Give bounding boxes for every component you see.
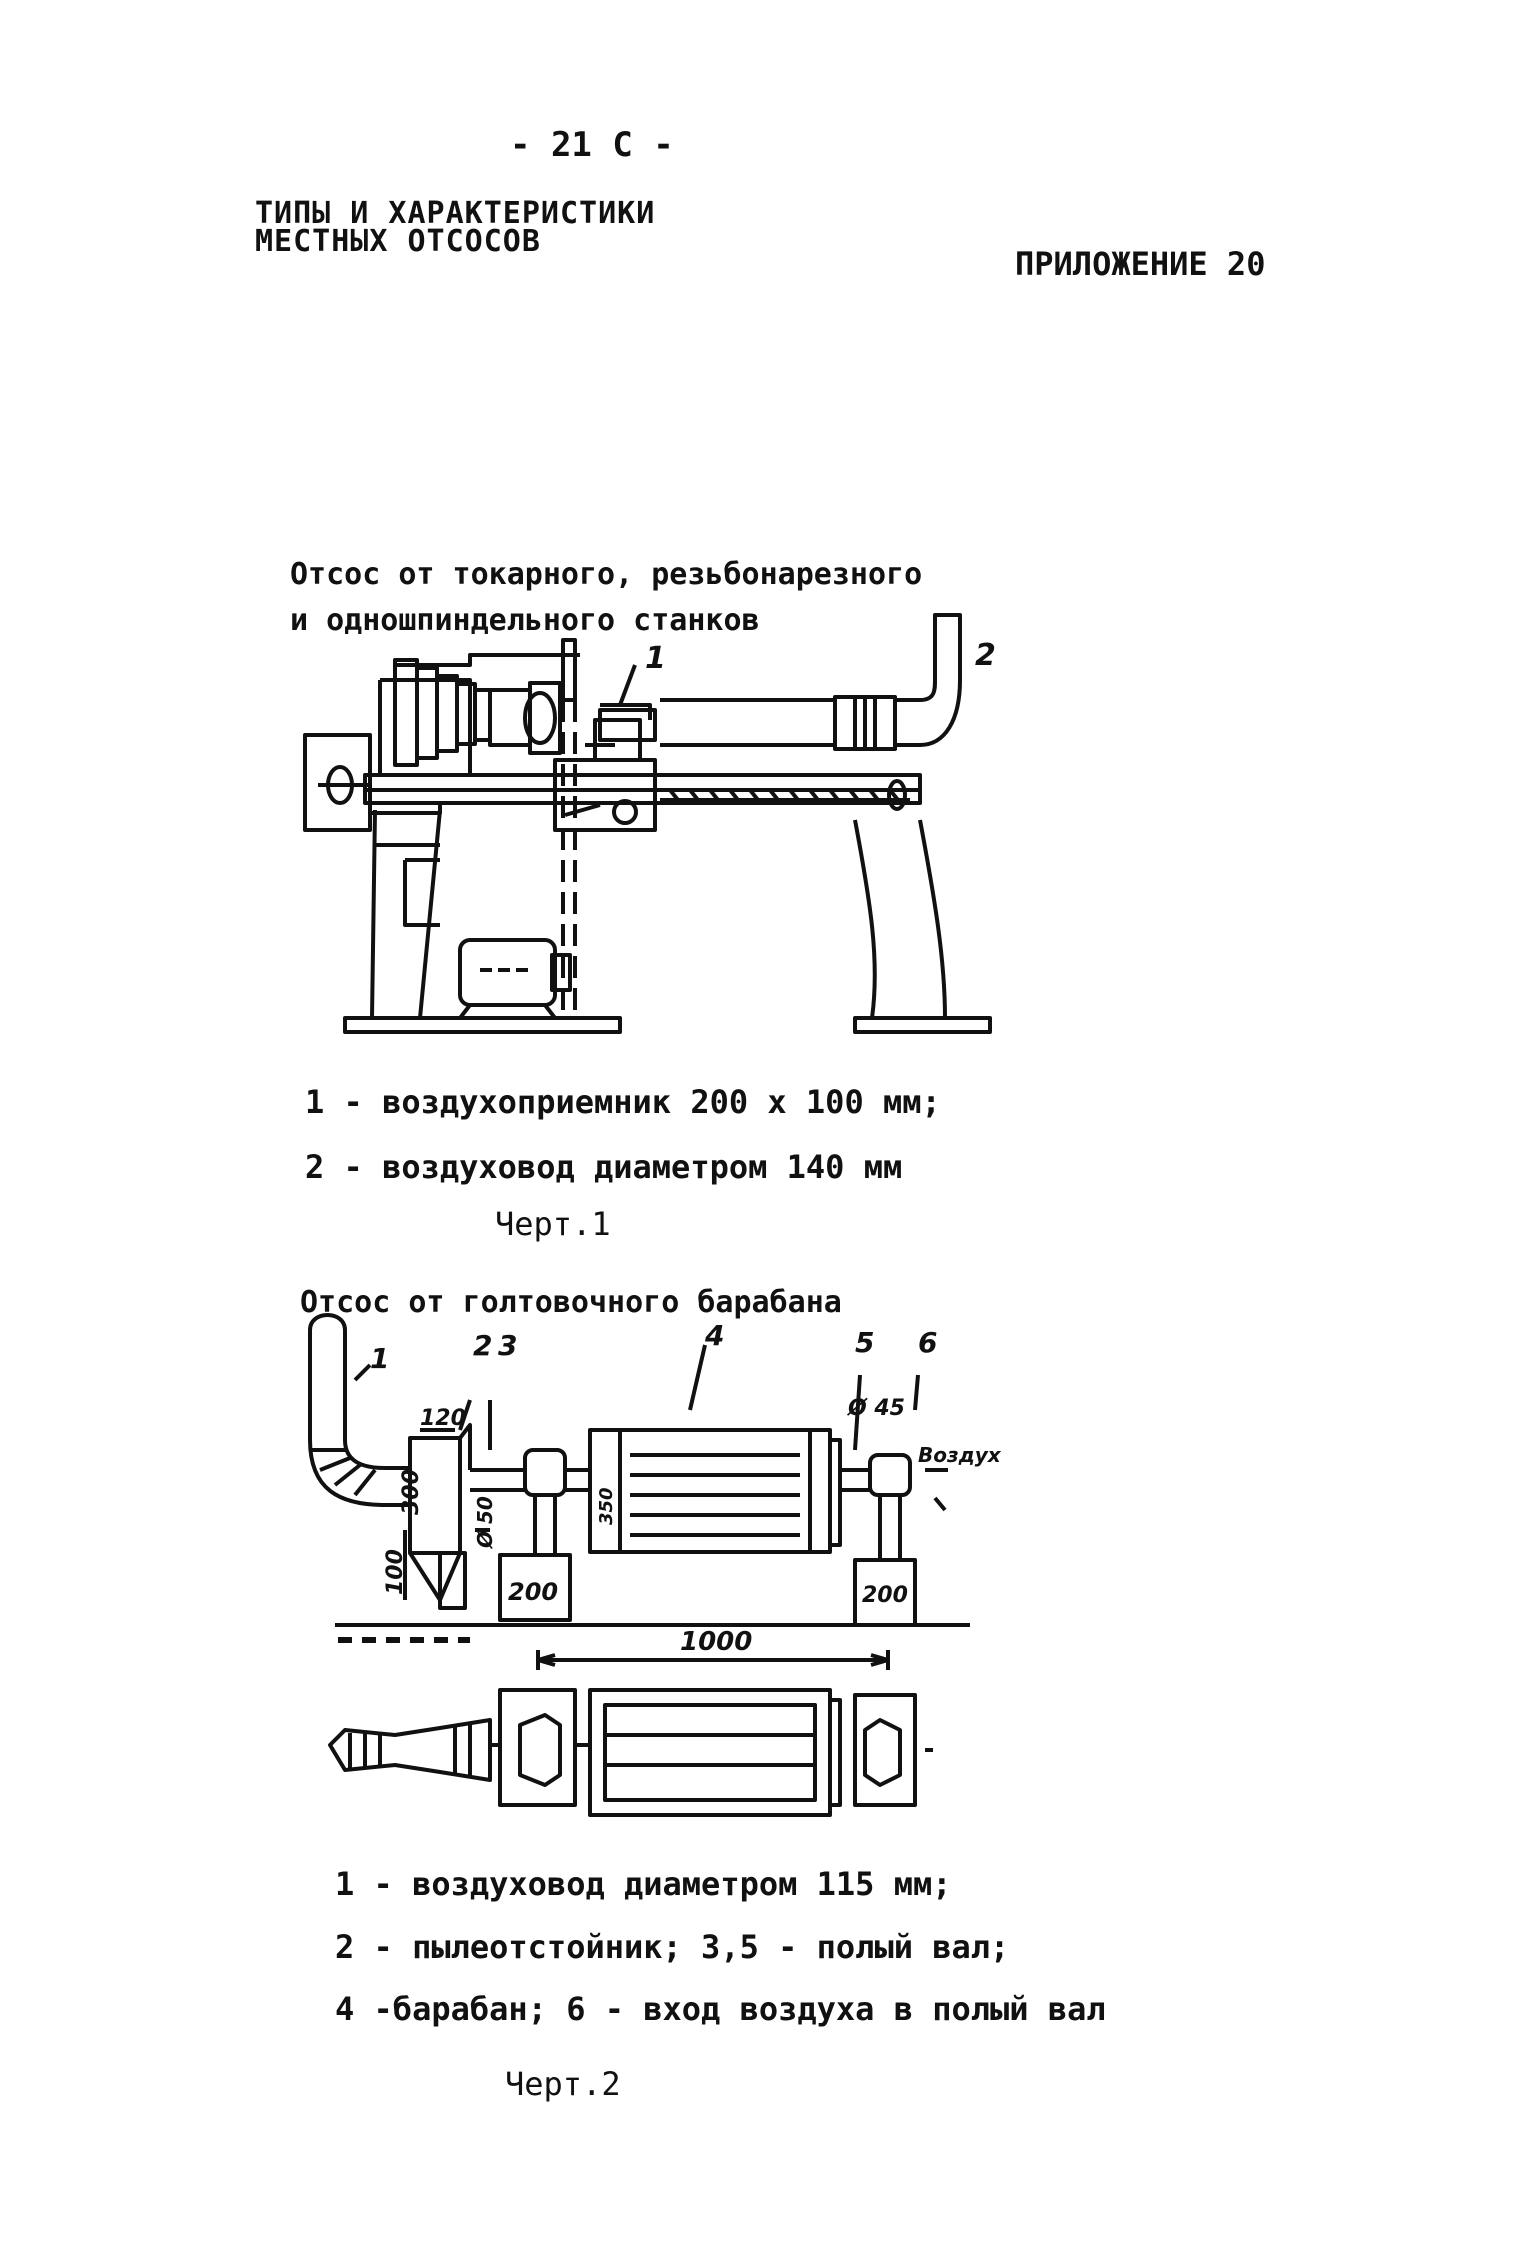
fig2-callout-3: 3 <box>498 1329 517 1362</box>
dim-200-left: 200 <box>508 1578 558 1606</box>
figure1-legend-item-2: 2 - воздуховод диаметром 140 мм <box>305 1148 903 1186</box>
figure2-legend-item-3: 4 -барабан; 6 - вход воздуха в полый вал <box>335 1990 1106 2028</box>
fig1-callout-1: 1 <box>645 641 666 676</box>
figure2-caption: Отсос от голтовочного барабана <box>300 1285 842 1320</box>
fig2-callout-4: 4 <box>704 1319 724 1352</box>
section-title: ТИПЫ И ХАРАКТЕРИСТИКИ МЕСТНЫХ ОТСОСОВ <box>255 196 656 259</box>
page-number: - 21 С - <box>510 125 674 165</box>
figure2-legend-item-1: 1 - воздуховод диаметром 115 мм; <box>335 1865 952 1903</box>
dim-50: Ø 50 <box>473 1496 497 1549</box>
figure2-label: Черт.2 <box>505 2065 621 2103</box>
dim-300: 300 <box>399 1469 424 1515</box>
air-inlet-label: Воздух <box>918 1443 1002 1467</box>
drum-side-view <box>308 1313 970 1643</box>
section-title-line1: ТИПЫ И ХАРАКТЕРИСТИКИ <box>255 196 656 231</box>
figure1-caption-line1: Отсос от токарного, резьбонарезного <box>290 557 923 592</box>
fig2-callout-1: 1 <box>370 1342 389 1375</box>
lathe-drawing <box>303 613 992 1034</box>
dim-45: Ø 45 <box>846 1396 905 1421</box>
dim-350: 350 <box>596 1487 617 1525</box>
dim-1000: 1000 <box>680 1627 752 1657</box>
dim-120: 120 <box>420 1406 466 1431</box>
figure1-caption: Отсос от токарного, резьбонарезного и од… <box>290 552 922 644</box>
drum-plan-view <box>328 1650 935 1817</box>
fig2-callout-5: 5 <box>855 1326 874 1359</box>
figure2-legend-item-2: 2 - пылеотстойник; 3,5 - полый вал; <box>335 1928 1010 1966</box>
appendix-label: ПРИЛОЖЕНИЕ 20 <box>1015 245 1266 283</box>
figure1-label: Черт.1 <box>495 1205 611 1243</box>
section-title-line2: МЕСТНЫХ ОТСОСОВ <box>255 224 541 259</box>
fig1-callout-2: 2 <box>975 638 996 673</box>
fig2-callout-6: 6 <box>918 1326 937 1359</box>
dim-200-right: 200 <box>862 1583 908 1608</box>
figure1-caption-line2: и одношпиндельного станков <box>290 603 760 638</box>
dim-100: 100 <box>383 1549 408 1595</box>
fig2-callout-2: 2 <box>473 1329 492 1362</box>
figure1-legend-item-1: 1 - воздухоприемник 200 х 100 мм; <box>305 1083 941 1121</box>
